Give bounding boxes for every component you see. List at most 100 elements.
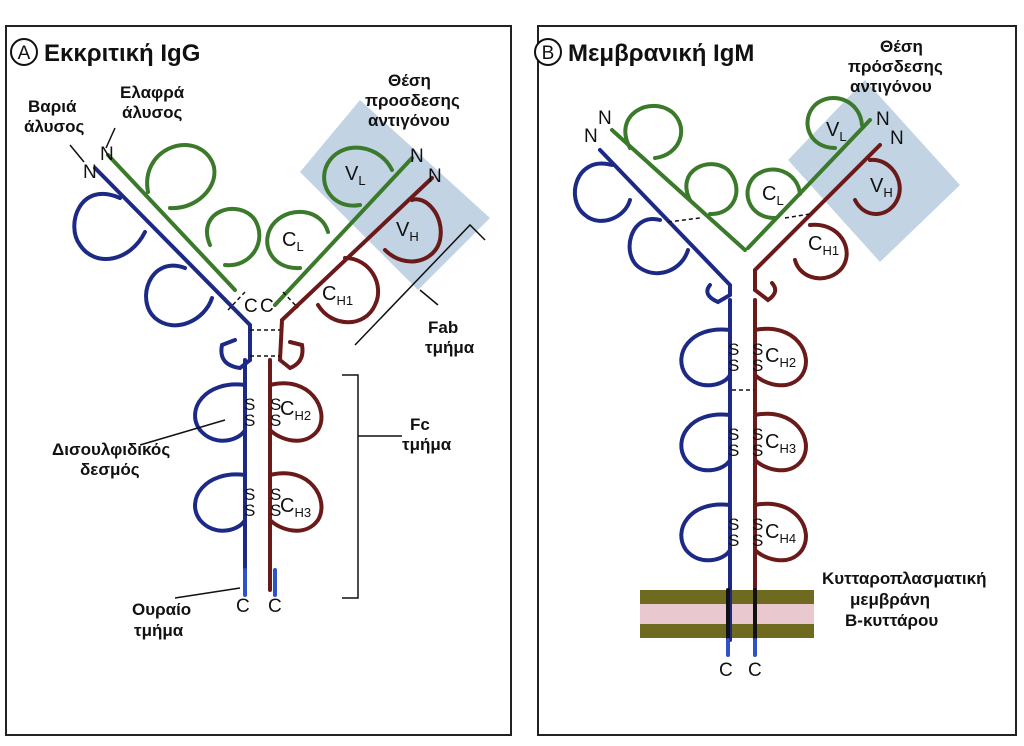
light-cl-loop-right: [265, 209, 330, 271]
n-terminus-heavy-left: N: [584, 126, 598, 147]
light-chain-label-1: Ελαφρά: [120, 83, 185, 102]
c-terminus-right: C: [268, 596, 282, 617]
vl-label: VL: [345, 163, 366, 188]
stem-right-loop-3: [753, 501, 808, 563]
stem-left-loop-2: [679, 412, 732, 473]
antigen-site-shading: [788, 80, 960, 262]
heavy-c1-loop: [144, 263, 214, 328]
panel-letter: A: [18, 43, 31, 64]
light-c-loop-left: [684, 162, 739, 217]
n-terminus-light-right: N: [876, 109, 890, 130]
heavy-v-loop: [72, 191, 147, 261]
light-chain-pointer: [105, 127, 116, 149]
light-c-loop-left: [205, 206, 262, 268]
fc-right-loop-1: [268, 381, 324, 443]
stem-left-loop-1: [679, 327, 732, 388]
fc-left-loop-2: [193, 472, 247, 533]
heavy-chain-pointer: [69, 144, 85, 163]
ch1-label: CH1: [808, 233, 839, 258]
light-chain-right: [746, 118, 872, 250]
ss-label: S: [752, 425, 763, 444]
interchain-bond-left: [667, 217, 701, 223]
fab-label-2: τμήμα: [425, 338, 475, 357]
panel-letter-circle: [534, 38, 562, 66]
stem-left-loop-3: [679, 502, 732, 563]
ch1-label: CH1: [322, 283, 353, 308]
heavy-ch1-loop: [793, 222, 849, 281]
antigen-site-label-1: Θέση: [388, 71, 431, 90]
vh-label: VH: [870, 175, 893, 200]
ss-label: S: [752, 531, 763, 550]
ss-label: S: [270, 501, 281, 520]
light-chain-label-2: άλυσος: [122, 103, 183, 122]
tail-label-1: Ουραίο: [132, 600, 191, 619]
antigen-site-label-3: αντιγόνου: [850, 77, 932, 96]
vh-label: VH: [396, 219, 419, 244]
ss-label: S: [752, 515, 763, 534]
interchain-bond-right: [282, 291, 299, 309]
ss-label: S: [244, 395, 255, 414]
fc-right-loop-2: [268, 471, 324, 533]
light-chain-right: [273, 156, 414, 307]
heavy-ch1-loop: [316, 256, 381, 325]
ss-label: S: [728, 340, 739, 359]
antigen-site-label-2: προσδεσης: [365, 91, 460, 110]
membrane-label-1: Κυτταροπλασματική: [822, 569, 987, 588]
ss-label: S: [752, 441, 763, 460]
heavy-chain-label-1: Βαριά: [28, 97, 77, 116]
light-chain-left: [610, 128, 747, 252]
ss-label: S: [728, 425, 739, 444]
ch2-label: CH2: [765, 345, 796, 370]
stem-right-loop-2: [753, 411, 808, 473]
heavy-c1-loop: [627, 217, 690, 276]
ss-label: S: [728, 356, 739, 375]
disulfide-pointer: [139, 419, 226, 446]
heavy-vh-loop: [853, 157, 902, 216]
ss-label: S: [752, 340, 763, 359]
stem-right-loop-1: [753, 326, 808, 388]
light-vl-loop-right: [805, 95, 864, 150]
panel-letter-circle: [10, 38, 38, 66]
n-terminus-heavy-right: N: [890, 128, 904, 149]
ss-label: S: [270, 411, 281, 430]
membrane-label-3: B-κυττάρου: [845, 611, 938, 630]
panel-a: A Εκκριτική IgG: [5, 25, 512, 736]
light-v-loop-left: [623, 103, 684, 160]
fab-bracket: [354, 223, 486, 346]
light-cl-loop-right: [745, 167, 802, 220]
hinge-c-left: C: [244, 296, 258, 317]
panel-b: B Μεμβρανική IgM: [534, 25, 1017, 736]
antigen-site-label-3: αντιγόνου: [368, 111, 450, 130]
n-terminus-light-left: N: [100, 144, 114, 165]
c-terminus-left: C: [719, 660, 733, 681]
panel-a-frame: [5, 25, 512, 736]
ss-label: S: [728, 515, 739, 534]
ss-label: S: [244, 411, 255, 430]
ss-label: S: [752, 356, 763, 375]
ss-label: S: [728, 441, 739, 460]
antigen-site-label-1: Θέση: [880, 37, 923, 56]
cl-label: CL: [282, 229, 304, 254]
n-terminus-light-right: N: [410, 146, 424, 167]
light-v-loop-left: [145, 143, 217, 211]
heavy-chain-label-2: άλυσος: [24, 117, 85, 136]
ss-label: S: [244, 485, 255, 504]
heavy-chain-right-arm: [277, 176, 434, 371]
ss-label: S: [270, 395, 281, 414]
disulfide-label-2: δεσμός: [80, 460, 140, 479]
ch3-label: CH3: [765, 431, 796, 456]
heavy-vh-loop: [383, 197, 443, 264]
interchain-bond-right: [784, 213, 811, 219]
fc-label-2: τμήμα: [402, 435, 452, 454]
n-terminus-heavy-right: N: [428, 166, 442, 187]
c-terminus-right: C: [748, 660, 762, 681]
tail-label-2: τμήμα: [134, 621, 184, 640]
fab-label-1: Fab: [428, 318, 458, 337]
n-terminus-heavy-left: N: [83, 162, 97, 183]
light-chain-left: [106, 153, 237, 292]
vl-label: VL: [826, 119, 847, 144]
n-terminus-light-left: N: [598, 108, 612, 129]
panel-letter: B: [542, 43, 555, 64]
heavy-v-loop: [572, 161, 632, 223]
